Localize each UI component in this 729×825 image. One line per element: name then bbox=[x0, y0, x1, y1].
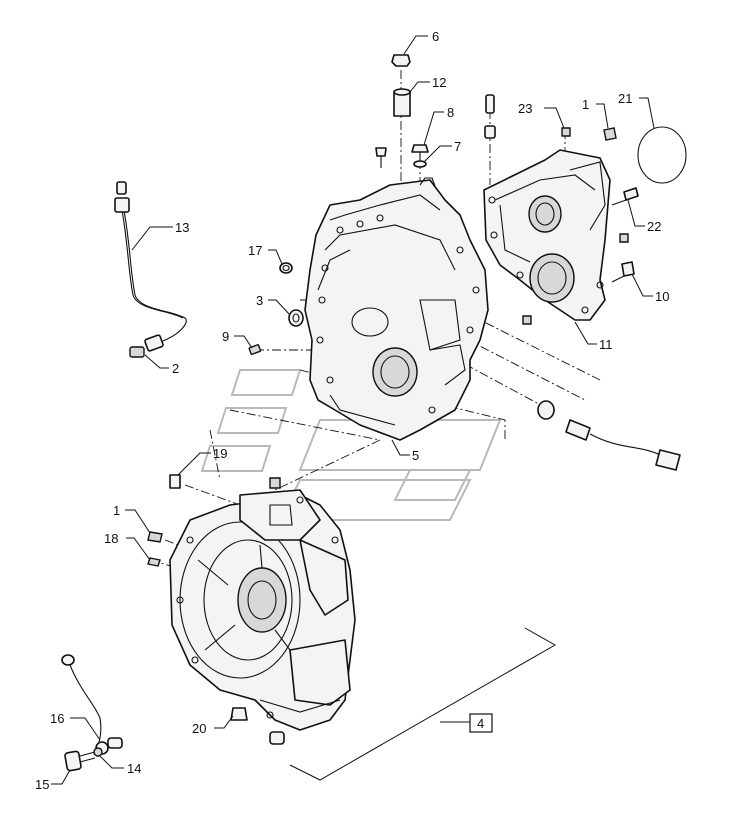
callout-3: 3 bbox=[256, 293, 263, 308]
callout-10: 10 bbox=[655, 289, 669, 304]
breather-plug bbox=[375, 147, 387, 168]
o-ring-21 bbox=[637, 126, 687, 184]
callout-15: 15 bbox=[35, 777, 49, 792]
callout-12: 12 bbox=[432, 75, 446, 90]
fitting-14-15 bbox=[64, 747, 103, 772]
pin-18 bbox=[147, 557, 161, 567]
tube-assembly-upper bbox=[114, 181, 187, 352]
callout-13: 13 bbox=[175, 220, 189, 235]
callout-4: 4 bbox=[477, 716, 484, 731]
plug-2 bbox=[129, 346, 145, 358]
side-cover-11 bbox=[483, 149, 611, 321]
o-ring-17 bbox=[279, 262, 293, 274]
callout-18: 18 bbox=[104, 531, 118, 546]
callout-1-top: 1 bbox=[582, 97, 589, 112]
bell-housing bbox=[169, 489, 356, 731]
bolt-1-lower bbox=[147, 531, 163, 543]
cap-6 bbox=[391, 54, 411, 67]
speed-sensor bbox=[537, 400, 681, 471]
callout-9: 9 bbox=[222, 329, 229, 344]
callout-11: 11 bbox=[599, 337, 613, 352]
callout-16: 16 bbox=[50, 711, 64, 726]
plug-bottom bbox=[269, 731, 285, 745]
callout-20: 20 bbox=[192, 721, 206, 736]
callout-17: 17 bbox=[248, 243, 262, 258]
kit-bracket bbox=[289, 627, 557, 781]
bolt-bell-top bbox=[269, 477, 281, 489]
bolt-10 bbox=[611, 261, 635, 283]
plug-3 bbox=[288, 309, 304, 327]
callout-2: 2 bbox=[172, 361, 179, 376]
callout-6: 6 bbox=[432, 29, 439, 44]
callout-19: 19 bbox=[213, 446, 227, 461]
callout-22: 22 bbox=[647, 219, 661, 234]
callout-5: 5 bbox=[412, 448, 419, 463]
callout-21: 21 bbox=[618, 91, 632, 106]
plug-20 bbox=[230, 707, 248, 721]
callout-8: 8 bbox=[447, 105, 454, 120]
bolt-19 bbox=[169, 474, 181, 489]
small-bolts bbox=[522, 233, 629, 325]
callout-1-lower: 1 bbox=[113, 503, 120, 518]
tube-assembly-lower bbox=[61, 654, 123, 755]
sleeve-12 bbox=[393, 88, 411, 117]
leader-lines bbox=[51, 35, 655, 785]
washer-7 bbox=[413, 160, 427, 168]
bolt-22 bbox=[611, 187, 639, 206]
cover-fitting bbox=[484, 94, 496, 139]
plug-8 bbox=[411, 144, 429, 160]
callout-23: 23 bbox=[518, 101, 532, 116]
bolt-1-top bbox=[603, 127, 617, 141]
callout-7: 7 bbox=[454, 139, 461, 154]
callout-14: 14 bbox=[127, 761, 141, 776]
main-housing bbox=[304, 177, 489, 441]
bolt-23 bbox=[561, 127, 571, 137]
kit-box-4 bbox=[469, 713, 493, 733]
callout-labels: 6 12 8 7 23 1 21 22 10 11 5 13 2 17 3 9 … bbox=[35, 29, 669, 792]
watermark-logo bbox=[200, 369, 502, 521]
